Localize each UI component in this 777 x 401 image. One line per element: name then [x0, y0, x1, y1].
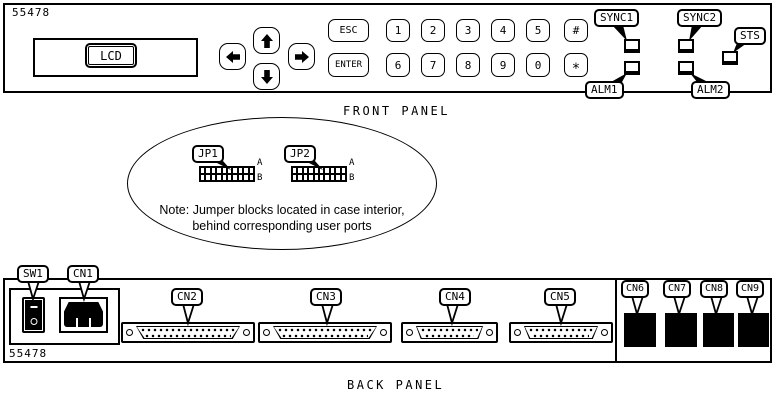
cn8-connector [703, 313, 734, 347]
front-panel-part-number: 55478 [12, 6, 51, 19]
enter-key: ENTER [328, 53, 369, 77]
down-arrow-icon [259, 69, 275, 85]
alm1-label: ALM1 [585, 81, 624, 99]
sts-led [722, 51, 738, 65]
up-arrow-icon [259, 33, 275, 49]
cn7-connector [665, 313, 697, 347]
power-inlet-socket [64, 302, 103, 327]
lcd-label: LCD [88, 46, 134, 65]
jp2-label: JP2 [284, 145, 316, 163]
jp1-label: JP1 [192, 145, 224, 163]
inlet-pin-left [76, 318, 78, 327]
cn5-connector [509, 322, 613, 343]
key-6: 6 [386, 53, 410, 77]
sync2-label: SYNC2 [677, 9, 723, 27]
jumper-note-line2: behind corresponding user ports [192, 219, 372, 233]
cn3-connector [258, 322, 392, 343]
power-section-outline [9, 288, 120, 345]
jp2-jumper-block [291, 166, 347, 182]
key-5: 5 [526, 19, 550, 42]
front-panel-title: FRONT PANEL [343, 104, 450, 118]
jp1-row-b-label: B [257, 173, 263, 183]
jumper-note-ellipse [127, 117, 437, 250]
jp1-row-a-label: A [257, 158, 263, 168]
right-arrow-icon [294, 49, 310, 65]
screw-hole-icon [126, 329, 133, 336]
left-arrow-icon [225, 49, 241, 65]
lcd-label-box: LCD [85, 43, 137, 68]
key-1: 1 [386, 19, 410, 42]
switch-on-mark [30, 306, 37, 308]
sw1-label: SW1 [17, 265, 49, 283]
key-9: 9 [491, 53, 515, 77]
screw-hole-icon [406, 329, 413, 336]
cn6-label: CN6 [621, 280, 650, 298]
cn2-pin-field [136, 326, 240, 339]
key-8: 8 [456, 53, 480, 77]
power-inlet-cn1 [59, 297, 108, 333]
switch-off-mark [30, 318, 37, 325]
sync1-label: SYNC1 [594, 9, 640, 27]
jumper-note-line1: Note: Jumper blocks located in case inte… [159, 203, 405, 217]
power-switch-rocker [24, 299, 43, 331]
cn7-label: CN7 [663, 280, 692, 298]
cn2-connector [121, 322, 255, 343]
screw-hole-icon [486, 329, 493, 336]
key-3: 3 [456, 19, 480, 42]
up-arrow-key [253, 27, 280, 54]
right-arrow-key [288, 43, 315, 70]
key-star: * [564, 53, 588, 77]
screw-hole-icon [263, 329, 270, 336]
alm2-label: ALM2 [691, 81, 730, 99]
sync1-led [624, 39, 640, 53]
back-panel-section-divider [615, 280, 617, 361]
screw-hole-icon [380, 329, 387, 336]
cn1-label: CN1 [67, 265, 99, 283]
cn3-pin-field [273, 326, 377, 339]
cn4-pin-field [416, 326, 483, 339]
sync2-led [678, 39, 694, 53]
key-0: 0 [526, 53, 550, 77]
alm2-led [678, 61, 694, 75]
screw-hole-icon [514, 329, 521, 336]
cn8-label: CN8 [700, 280, 729, 298]
sts-label: STS [734, 27, 766, 45]
key-hash: # [564, 19, 588, 42]
cn4-connector [401, 322, 498, 343]
jp2-row-a-label: A [349, 158, 355, 168]
cn9-connector [738, 313, 769, 347]
inlet-pin-right [89, 318, 91, 327]
esc-key: ESC [328, 19, 369, 42]
cn3-label: CN3 [310, 288, 342, 306]
screw-hole-icon [243, 329, 250, 336]
power-switch [22, 297, 45, 333]
cn5-pin-field [524, 326, 598, 339]
lcd-display-outline [33, 38, 198, 77]
back-panel-part-number: 55478 [9, 347, 48, 360]
jp1-jumper-block [199, 166, 255, 182]
down-arrow-key [253, 63, 280, 90]
left-arrow-key [219, 43, 246, 70]
alm1-led [624, 61, 640, 75]
key-7: 7 [421, 53, 445, 77]
cn5-label: CN5 [544, 288, 576, 306]
back-panel-title: BACK PANEL [347, 378, 445, 392]
cn4-label: CN4 [439, 288, 471, 306]
screw-hole-icon [601, 329, 608, 336]
cn6-connector [624, 313, 656, 347]
jp2-row-b-label: B [349, 173, 355, 183]
key-4: 4 [491, 19, 515, 42]
cn9-label: CN9 [736, 280, 765, 298]
cn2-label: CN2 [171, 288, 203, 306]
key-2: 2 [421, 19, 445, 42]
